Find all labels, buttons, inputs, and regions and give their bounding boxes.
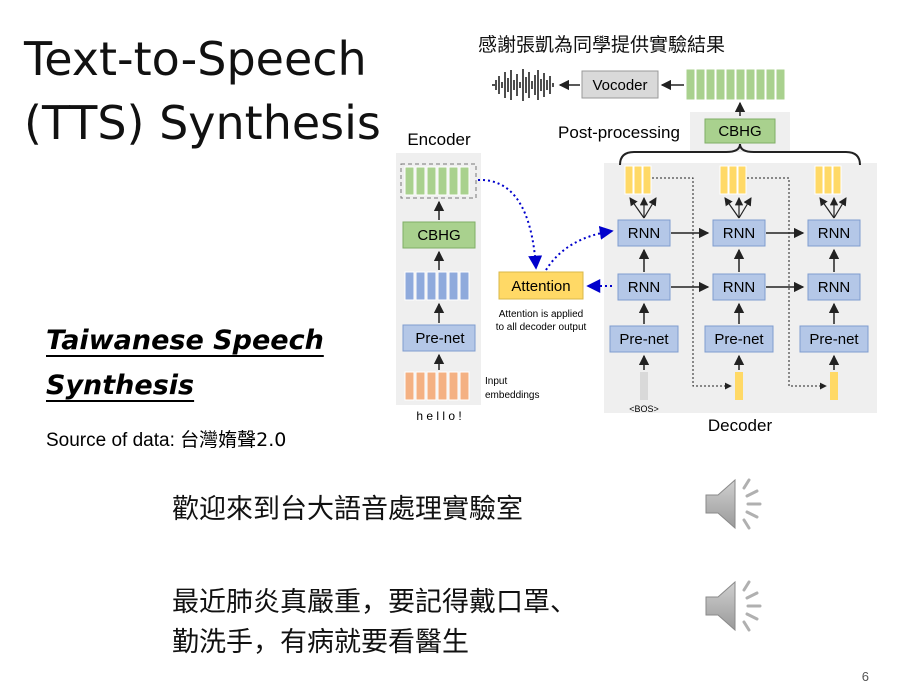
attention-box (498, 271, 584, 300)
attention-note-1: Attention is applied (499, 309, 584, 320)
cbhg-post-label: CBHG (718, 123, 761, 140)
prenet-encoder-box (402, 324, 476, 352)
speaker-icon[interactable] (702, 476, 768, 532)
sample-sentence-1: 歡迎來到台大語音處理實驗室 (172, 494, 523, 525)
input-embedding-bars (404, 371, 470, 401)
decoder-label: Decoder (708, 416, 773, 435)
data-source-prefix: Source of data: (46, 430, 181, 451)
attention-note-2: to all decoder output (496, 322, 587, 333)
rnn-label: RNN (628, 279, 661, 296)
decoder-output-brace (619, 143, 861, 166)
vocoder-label: Vocoder (592, 77, 647, 94)
prenet-encoder-label: Pre-net (415, 330, 465, 347)
slide-title-line1: Text-to-Speech (24, 32, 367, 86)
encoder-output-bars (404, 166, 470, 196)
bos-label: <BOS> (629, 404, 659, 414)
decoder-feedback-lines (652, 177, 827, 390)
input-embeddings-label-2: embeddings (485, 390, 539, 401)
input-text: h e l l o ! (416, 409, 461, 423)
decoder-column-3: RNN RNN Pre-net (799, 165, 869, 400)
rnn-label: RNN (628, 225, 661, 242)
sample-sentence-2-line2: 勤洗手，有病就要看醫生 (172, 627, 469, 658)
decoder-column-1: RNN RNN Pre-net <BOS> (609, 165, 679, 414)
slide-title-line2: (TTS) Synthesis (24, 96, 381, 150)
speaker-icon[interactable] (702, 578, 768, 634)
taiwanese-speech-heading-line1: Taiwanese Speech (46, 325, 324, 356)
credit-text: 感謝張凱為同學提供實驗結果 (478, 34, 726, 56)
output-spectrogram (685, 68, 786, 101)
attention-to-rnn-arrow (545, 225, 614, 271)
sample-sentence-2-line1: 最近肺炎真嚴重，要記得戴口罩、 (172, 587, 577, 618)
rnn-label: RNN (723, 279, 756, 296)
cbhg-post-box (704, 118, 776, 144)
rnn-label: RNN (723, 225, 756, 242)
encoder-prenet-out-bars (404, 271, 470, 301)
data-source-name: 台灣媠聲2.0 (180, 429, 287, 451)
prenet-decoder-label: Pre-net (714, 331, 764, 348)
cbhg-encoder-label: CBHG (417, 227, 460, 244)
rnn-label: RNN (818, 225, 851, 242)
vocoder-box (581, 70, 659, 99)
encoder-output-frame (400, 163, 477, 199)
encoder-to-attention-arrow (477, 178, 543, 270)
prenet-decoder-label: Pre-net (619, 331, 669, 348)
page-number: 6 (861, 669, 869, 684)
waveform-icon (492, 69, 554, 101)
post-processing-label: Post-processing (558, 123, 680, 142)
cbhg-encoder-box (402, 221, 476, 249)
decoder-column-2: RNN RNN Pre-net (704, 165, 774, 400)
prenet-decoder-label: Pre-net (809, 331, 859, 348)
attention-label: Attention (511, 278, 570, 295)
data-source: Source of data: 台灣媠聲2.0 (46, 425, 286, 452)
taiwanese-speech-heading-line2: Synthesis (46, 370, 195, 401)
encoder-label: Encoder (407, 130, 471, 149)
input-embeddings-label-1: Input (485, 376, 507, 387)
rnn-label: RNN (818, 279, 851, 296)
